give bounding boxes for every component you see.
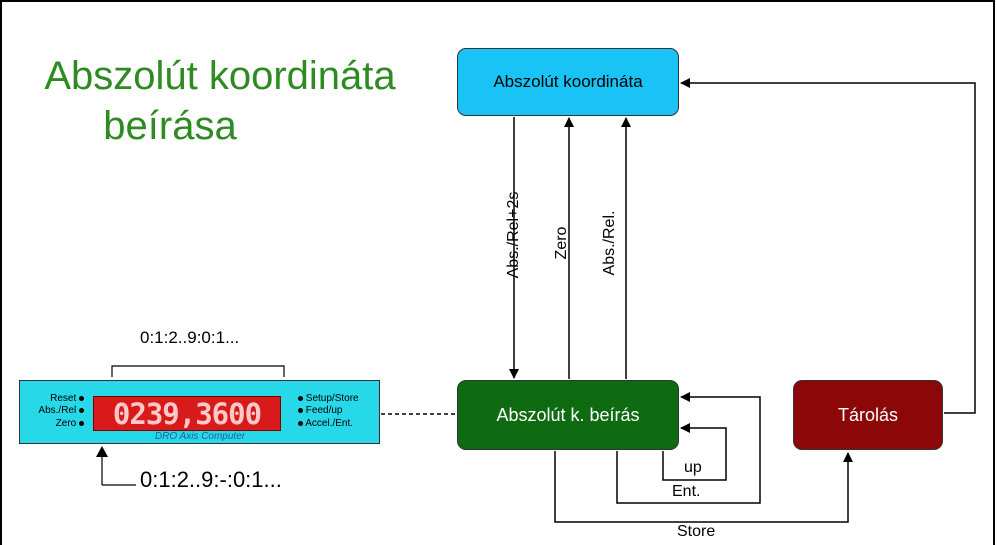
node-absolute-coordinate: Abszolút koordináta <box>457 48 679 116</box>
edge-label-store: Store <box>677 523 716 540</box>
diagram-title-line2: beírása <box>103 104 237 148</box>
diagram-title-line1: Abszolút koordináta <box>44 54 396 98</box>
edge-label-zero: Zero <box>553 226 570 260</box>
dro-panel: Reset Abs./Rel Zero 0239,3600 DRO Axis C… <box>19 380 380 444</box>
sequence-bottom: 0:1:2..9:-:0:1... <box>140 467 282 492</box>
sequence-pointer-arrowhead <box>96 446 108 457</box>
edge-store-return-arrow <box>680 78 976 414</box>
edge-ent-loop-arrow <box>616 392 761 504</box>
node-store: Tárolás <box>793 380 943 450</box>
edge-label-ent: Ent. <box>672 483 701 500</box>
edge-label-abs-rel-2s: Abs./Rel+2s <box>505 191 522 279</box>
dro-label-feed-up: Feed/up <box>298 405 342 417</box>
dro-subtitle: DRO Axis Computer <box>154 431 246 442</box>
node-absolute-input: Abszolút k. beírás <box>457 380 679 450</box>
sequence-top: 0:1:2..9:0:1... <box>140 328 240 347</box>
edge-label-up: up <box>684 459 702 476</box>
edge-label-abs-rel: Abs./Rel. <box>601 210 618 276</box>
sequence-bracket-top <box>111 365 285 377</box>
edge-up-loop-arrow <box>662 423 727 481</box>
dro-label-reset: Reset <box>50 393 84 405</box>
dro-display-value: 0239,3600 <box>112 396 262 431</box>
dro-label-abs-rel: Abs./Rel <box>38 405 84 417</box>
dro-label-accel-ent: Accel./Ent. <box>298 418 353 430</box>
edge-store-arrow <box>554 451 853 523</box>
dro-led-display: 0239,3600 <box>93 396 281 431</box>
dro-label-zero: Zero <box>56 418 84 430</box>
dro-label-setup-store: Setup/Store <box>298 393 359 405</box>
